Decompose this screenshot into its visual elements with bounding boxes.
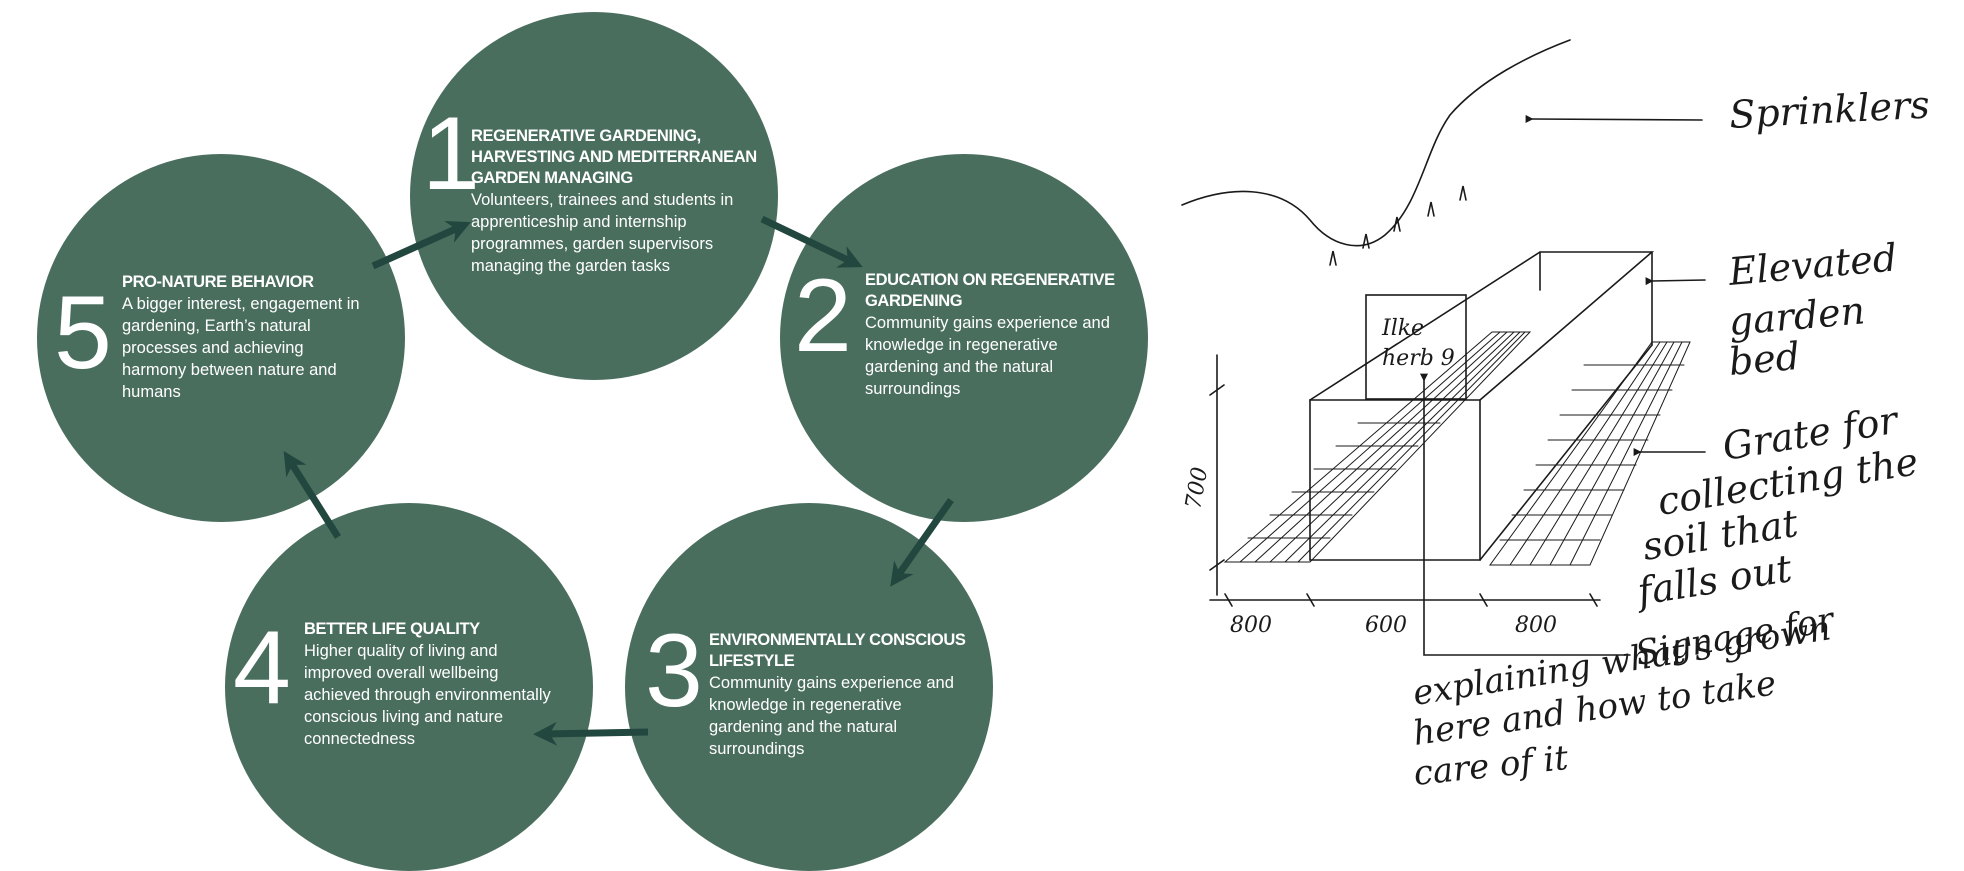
dimension-height: 700 [1181,465,1213,511]
sign-board-text-2: herb 9 [1382,346,1455,371]
step-1-description: Volunteers, trainees and students in app… [471,191,734,275]
step-3-title: ENVIRONMENTALLY CONSCIOUS LIFESTYLE [709,631,966,670]
hill-outline [1181,39,1571,247]
arrow-icon-signage [1420,373,1631,656]
step-4-text: BETTER LIFE QUALITY Higher quality of li… [304,619,593,750]
step-5-title: PRO-NATURE BEHAVIOR [122,273,314,291]
step-4-circle: 4 BETTER LIFE QUALITY Higher quality of … [225,503,593,871]
step-1-number: 1 [422,96,480,212]
garden-bed-sketch: Sprinklers Elevated garden bed Grate for… [1181,39,1931,794]
step-3-text: ENVIRONMENTALLY CONSCIOUS LIFESTYLE Comm… [709,630,993,760]
step-5-circle: 5 PRO-NATURE BEHAVIOR A bigger interest,… [37,154,405,522]
step-3-number: 3 [645,613,703,729]
sign-board-text-1: Ilke [1381,316,1424,341]
step-4-number: 4 [233,610,291,726]
step-4-description: Higher quality of living and improved ov… [304,642,551,748]
step-3-description: Community gains experience and knowledge… [709,674,954,758]
dimension-right: 800 [1515,613,1557,638]
step-3-circle: 3 ENVIRONMENTALLY CONSCIOUS LIFESTYLE Co… [625,503,993,871]
grate-right [1489,341,1691,566]
elevated-bed-outline [1309,251,1655,561]
dimension-left: 800 [1230,613,1272,638]
step-5-text: PRO-NATURE BEHAVIOR A bigger interest, e… [122,272,402,403]
step-5-description: A bigger interest, engagement in gardeni… [122,295,360,401]
cycle-diagram: 1 REGENERATIVE GARDENING, HARVESTING AND… [37,12,1148,871]
grate-left [1223,331,1532,563]
step-2-description: Community gains experience and knowledge… [865,314,1110,398]
step-1-text: REGENERATIVE GARDENING, HARVESTING AND M… [471,126,771,277]
arrow-icon-sprinklers [1525,114,1703,123]
elevated-bed-label-3: bed [1727,334,1802,384]
dimension-middle: 600 [1365,613,1407,638]
arrow-icon-bed [1645,277,1706,286]
step-4-title: BETTER LIFE QUALITY [304,620,480,638]
sign-board [1365,294,1467,400]
elevated-bed-label-1: Elevated [1726,235,1899,294]
step-2-title: EDUCATION ON REGENERATIVE GARDENING [865,271,1115,310]
step-1-circle: 1 REGENERATIVE GARDENING, HARVESTING AND… [410,12,778,380]
step-2-circle: 2 EDUCATION ON REGENERATIVE GARDENING Co… [780,154,1148,522]
sprinklers-label: Sprinklers [1728,83,1931,137]
step-5-number: 5 [54,275,112,391]
sprinkler-icon [1329,185,1467,266]
step-2-number: 2 [794,258,852,374]
step-1-title: REGENERATIVE GARDENING, HARVESTING AND M… [471,127,757,187]
dimension-lines [1209,354,1601,607]
step-2-text: EDUCATION ON REGENERATIVE GARDENING Comm… [865,270,1145,400]
